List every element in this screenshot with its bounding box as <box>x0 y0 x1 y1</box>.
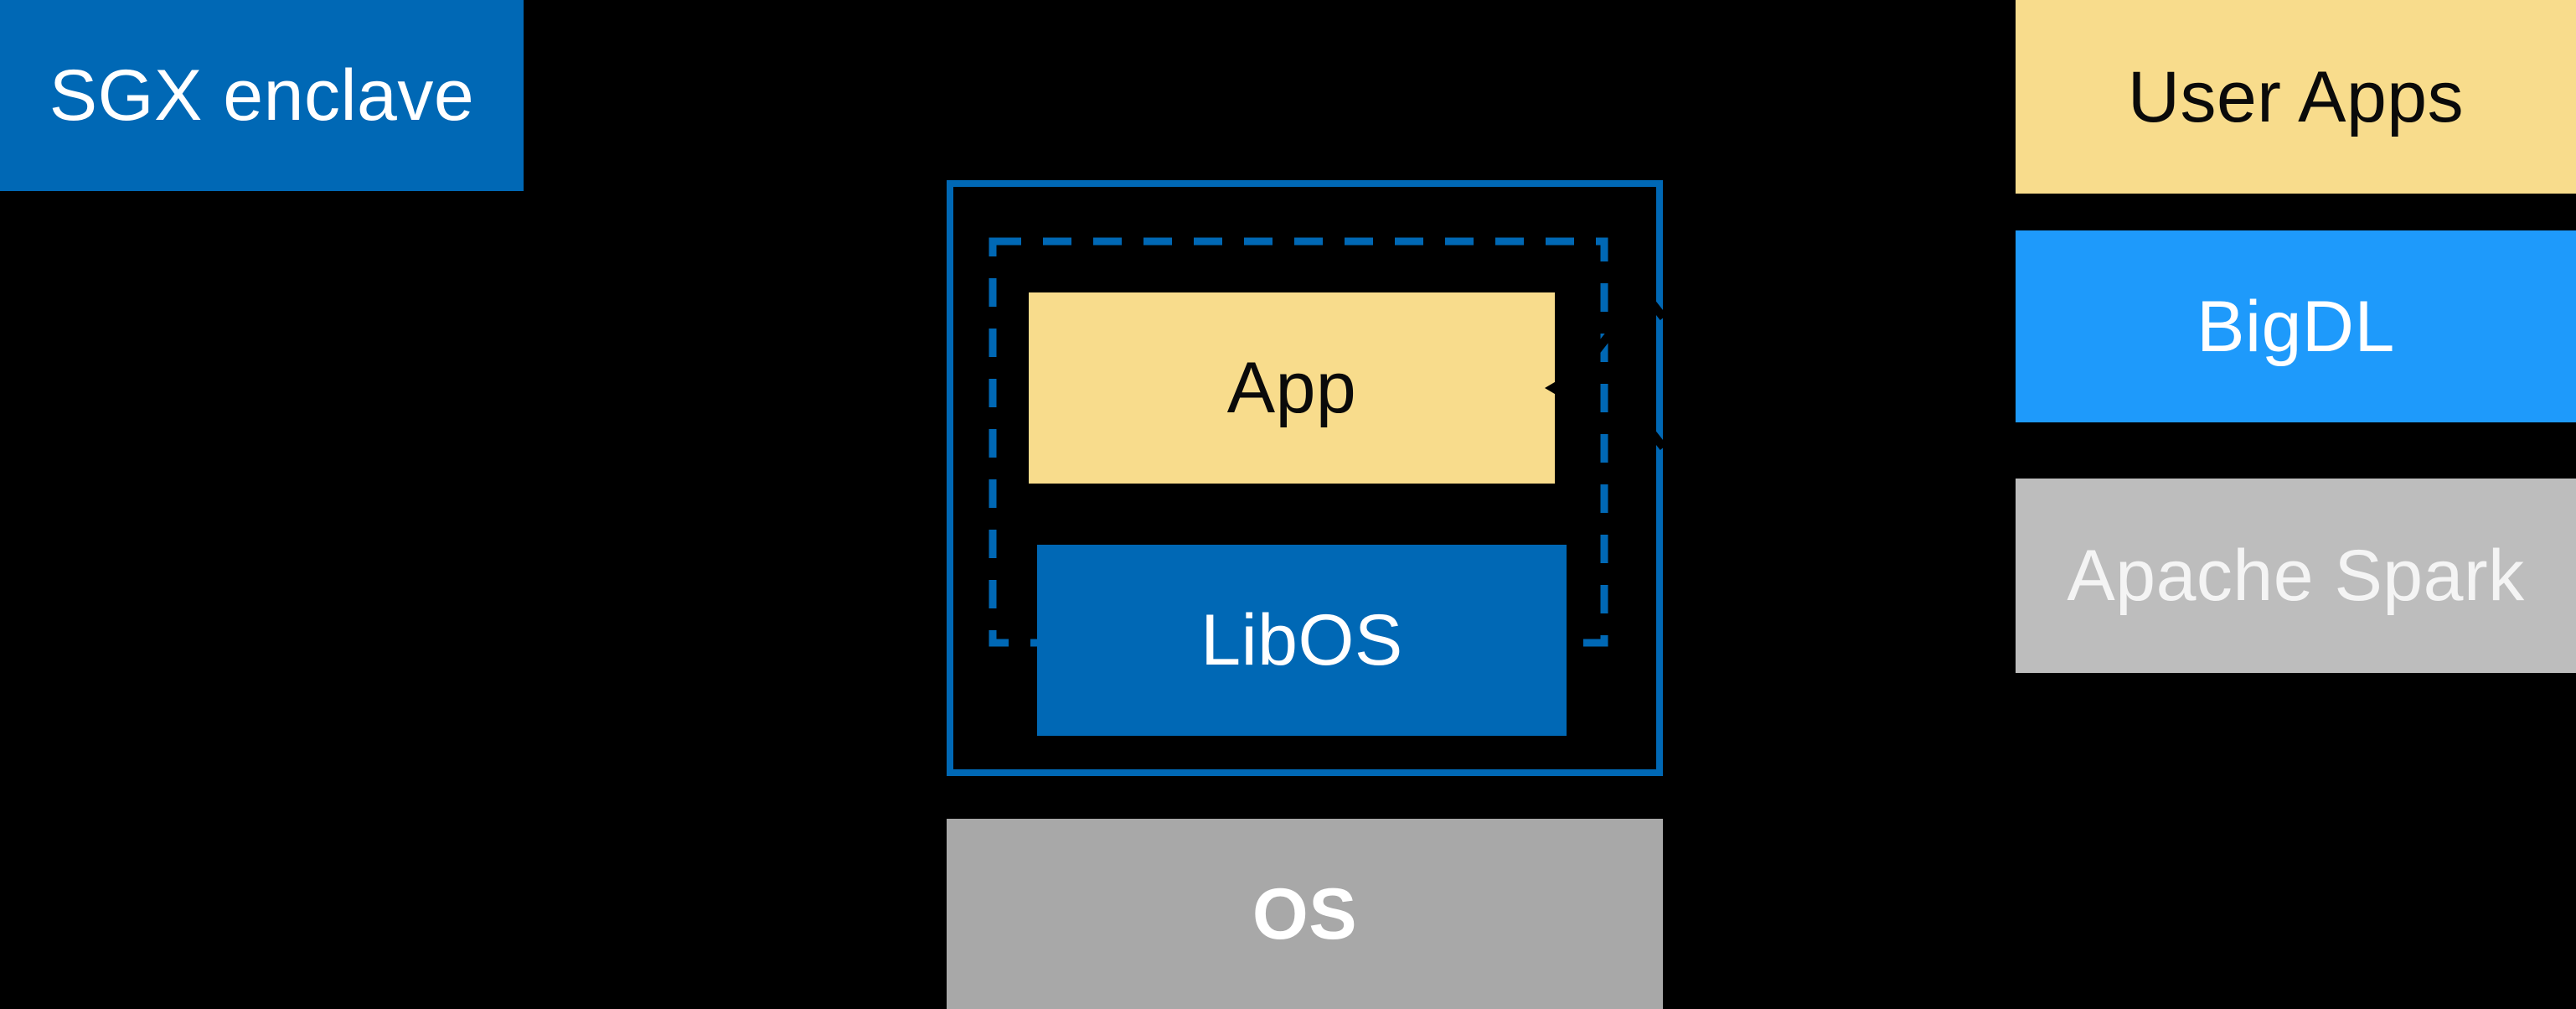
apache-spark-box: Apache Spark <box>2016 479 2576 673</box>
enclave-outer-box <box>947 180 1663 776</box>
apache-spark-label: Apache Spark <box>2067 536 2525 616</box>
arrowhead-left-icon <box>1545 377 1563 399</box>
libos-label: LibOS <box>1200 600 1403 680</box>
bigdl-label: BigDL <box>2197 286 2395 367</box>
user-apps-label: User Apps <box>2127 56 2465 137</box>
os-label: OS <box>1252 873 1358 955</box>
bigdl-box: BigDL <box>2016 230 2576 422</box>
sgx-enclave-box: SGX enclave <box>0 0 524 191</box>
app-box: App <box>1029 292 1555 484</box>
app-label: App <box>1226 348 1357 428</box>
os-box: OS <box>947 819 1663 1009</box>
user-apps-box: User Apps <box>2016 0 2576 194</box>
connector-dot-icon <box>518 510 529 522</box>
sgx-enclave-label: SGX enclave <box>49 55 475 136</box>
libos-box: LibOS <box>1037 545 1567 736</box>
